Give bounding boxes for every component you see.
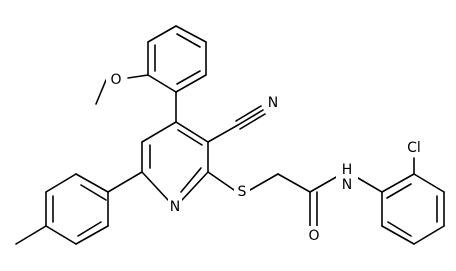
chlorine-label: Cl <box>407 140 421 156</box>
methoxy-oxygen-label: O <box>110 72 121 88</box>
thioacetamide-chain <box>207 171 339 227</box>
sulfur-label: S <box>238 184 247 200</box>
pyridine-ring <box>141 121 209 201</box>
nitrile-group <box>207 105 266 143</box>
methoxyphenyl-ring <box>95 25 207 123</box>
carbonyl-oxygen-label: O <box>308 228 319 244</box>
amide-nitrogen-label: N <box>342 177 352 193</box>
pyridine-nitrogen-label: N <box>170 199 180 215</box>
amide-hydrogen-label: H <box>342 162 353 178</box>
atom-labels: N S N O O H N Cl <box>106 70 426 244</box>
chlorophenyl-ring <box>357 157 445 245</box>
nitrile-nitrogen-label: N <box>268 95 278 111</box>
tolyl-ring <box>15 171 143 245</box>
